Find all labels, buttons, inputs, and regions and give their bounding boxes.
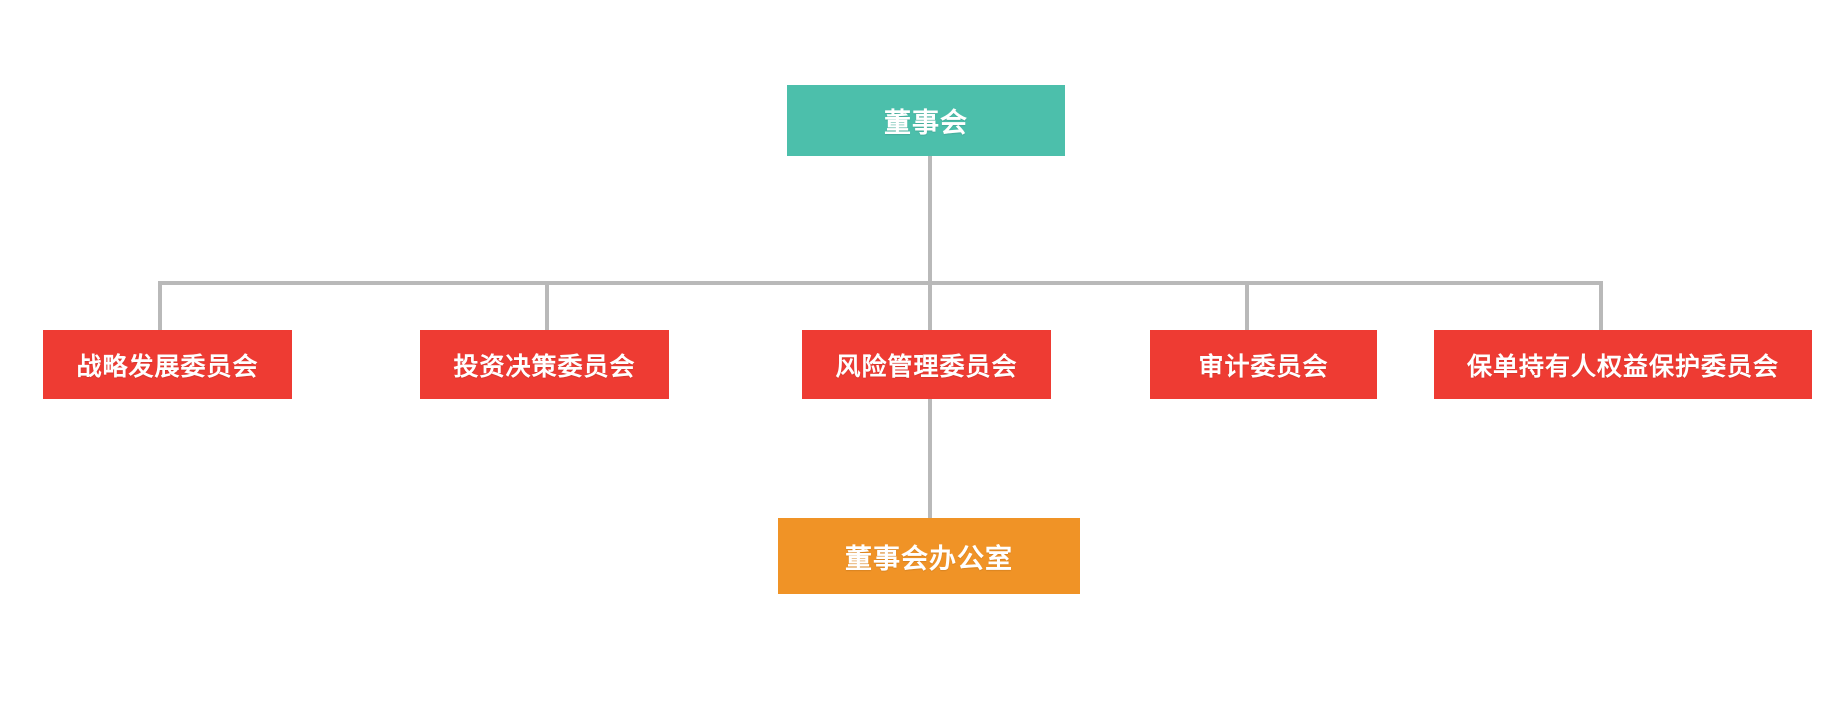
connector-horizontal-bus [158, 281, 1603, 285]
node-committee-risk-management-label: 风险管理委员会 [835, 352, 1018, 381]
node-committee-strategic-development-label: 战略发展委员会 [76, 352, 259, 381]
node-committee-strategic-development[interactable]: 战略发展委员会 [43, 330, 292, 399]
connector-office-stem [928, 399, 932, 519]
node-committee-audit[interactable]: 审计委员会 [1150, 330, 1377, 399]
node-committee-audit-label: 审计委员会 [1198, 352, 1329, 381]
node-board-of-directors-label: 董事会 [884, 108, 968, 138]
node-committee-policyholder-rights-protection[interactable]: 保单持有人权益保护委员会 [1434, 330, 1812, 399]
connector-drop-committee-4 [1245, 281, 1249, 332]
node-board-office[interactable]: 董事会办公室 [778, 518, 1080, 594]
node-board-of-directors[interactable]: 董事会 [787, 85, 1065, 156]
node-committee-risk-management[interactable]: 风险管理委员会 [802, 330, 1051, 399]
node-committee-policyholder-rights-protection-label: 保单持有人权益保护委员会 [1466, 352, 1779, 381]
connector-drop-committee-2 [545, 281, 549, 332]
connector-drop-committee-1 [158, 281, 162, 332]
node-committee-investment-decision[interactable]: 投资决策委员会 [420, 330, 669, 399]
connector-drop-committee-3 [928, 281, 932, 332]
connector-drop-committee-5 [1599, 281, 1603, 332]
node-committee-investment-decision-label: 投资决策委员会 [453, 352, 636, 381]
node-board-office-label: 董事会办公室 [845, 543, 1013, 574]
connector-root-stem [928, 155, 932, 285]
